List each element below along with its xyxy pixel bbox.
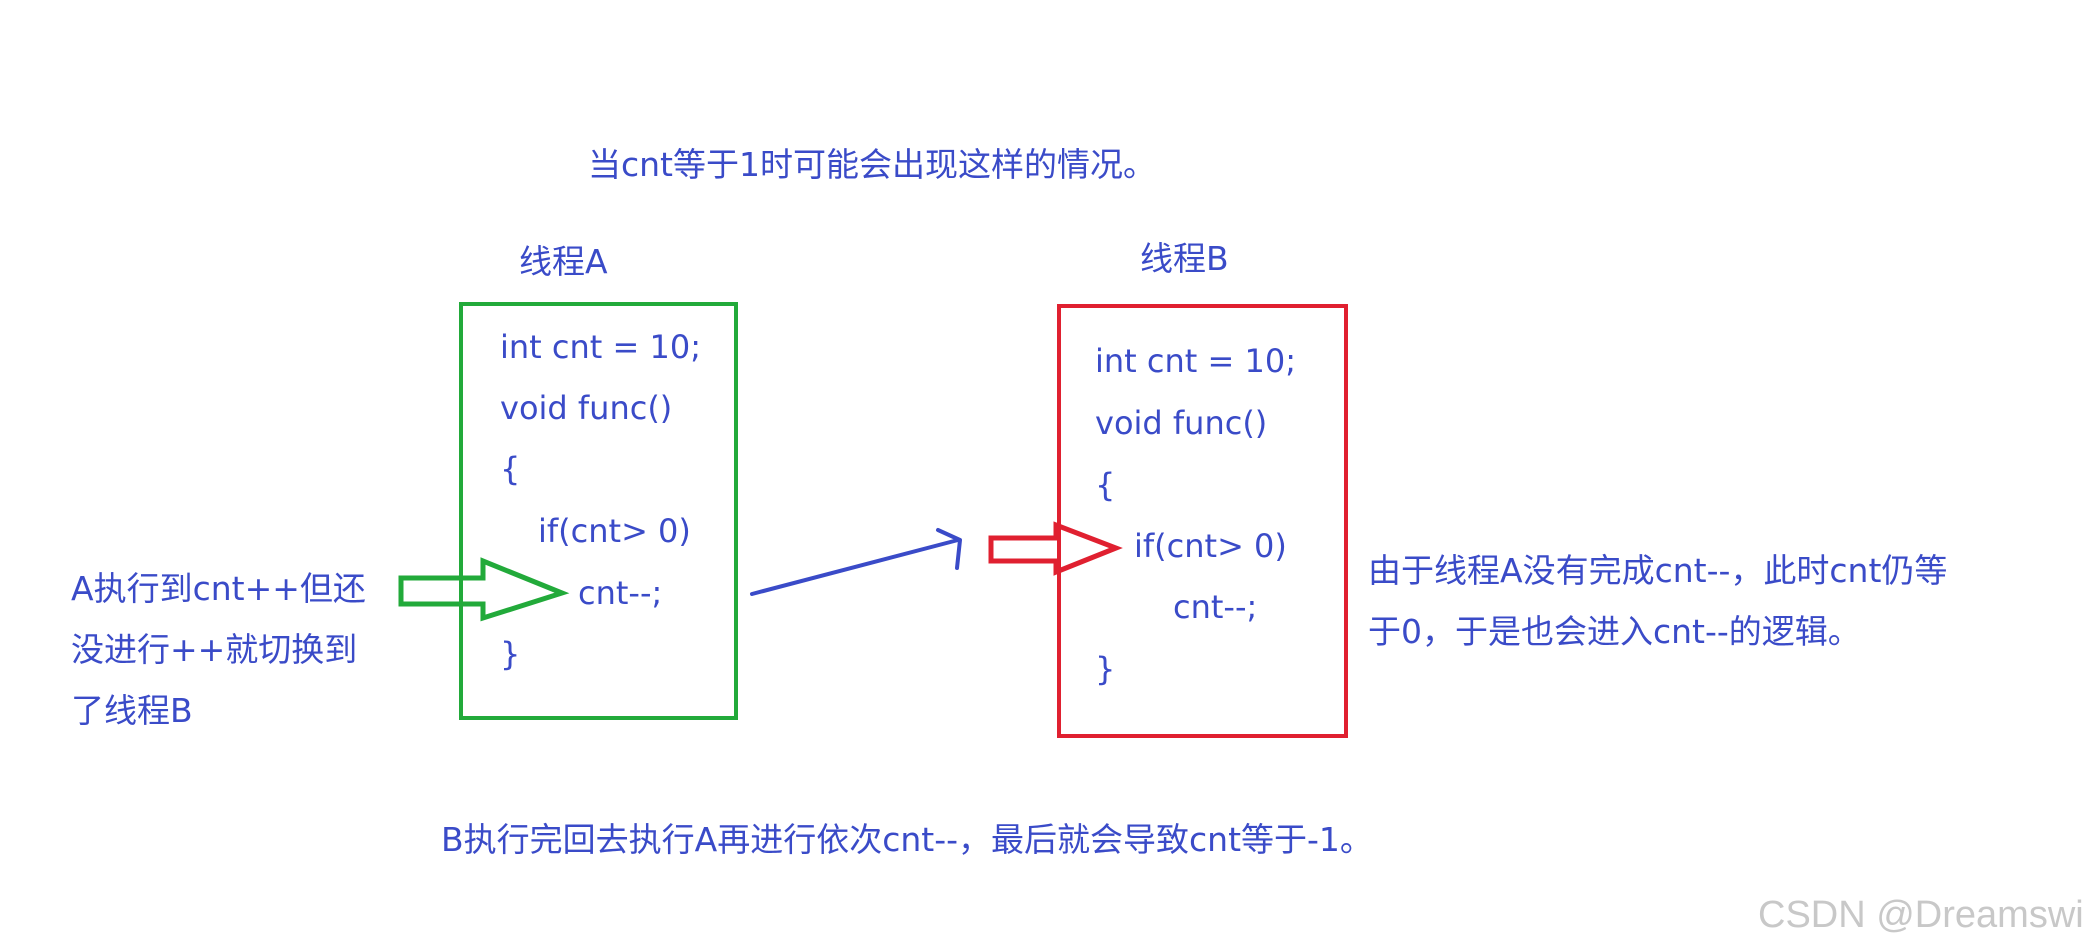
thread-a-box bbox=[459, 302, 738, 720]
right-note-line: 于0，于是也会进入cnt--的逻辑。 bbox=[1368, 612, 1861, 651]
watermark: CSDN @Dreamswi bbox=[1758, 894, 2084, 936]
green-arrow-icon bbox=[398, 557, 570, 622]
thread-a-code-line: { bbox=[500, 450, 521, 488]
blue-transition-arrow-icon bbox=[750, 528, 962, 596]
right-note-line: 由于线程A没有完成cnt--，此时cnt仍等 bbox=[1368, 551, 1948, 590]
thread-a-label: 线程A bbox=[519, 242, 608, 281]
thread-b-box bbox=[1057, 304, 1348, 738]
thread-b-label: 线程B bbox=[1140, 239, 1229, 278]
right-note: 由于线程A没有完成cnt--，此时cnt仍等 于0，于是也会进入cnt--的逻辑… bbox=[1368, 540, 1947, 662]
thread-b-code-line: cnt--; bbox=[1173, 588, 1258, 626]
thread-a-code-line: int cnt = 10; bbox=[500, 328, 701, 366]
bottom-note: B执行完回去执行A再进行依次cnt--，最后就会导致cnt等于-1。 bbox=[441, 820, 1373, 859]
thread-a-code-line: cnt--; bbox=[578, 574, 663, 612]
thread-b-code-line: int cnt = 10; bbox=[1095, 342, 1296, 380]
thread-a-code-line: } bbox=[500, 635, 521, 673]
diagram-title: 当cnt等于1时可能会出现这样的情况。 bbox=[588, 145, 1156, 184]
left-note-line: 了线程B bbox=[71, 691, 193, 730]
thread-a-code-line: void func() bbox=[500, 389, 673, 427]
thread-b-code-line: void func() bbox=[1095, 404, 1268, 442]
thread-b-code-line: { bbox=[1095, 466, 1116, 504]
thread-b-code-line: } bbox=[1095, 650, 1116, 688]
thread-a-code-line: if(cnt> 0) bbox=[538, 512, 691, 550]
red-arrow-icon bbox=[988, 521, 1123, 576]
left-note-line: 没进行++就切换到 bbox=[71, 630, 358, 669]
left-note-line: A执行到cnt++但还 bbox=[71, 569, 366, 608]
left-note: A执行到cnt++但还 没进行++就切换到 了线程B bbox=[71, 558, 366, 741]
thread-b-code-line: if(cnt> 0) bbox=[1134, 527, 1287, 565]
